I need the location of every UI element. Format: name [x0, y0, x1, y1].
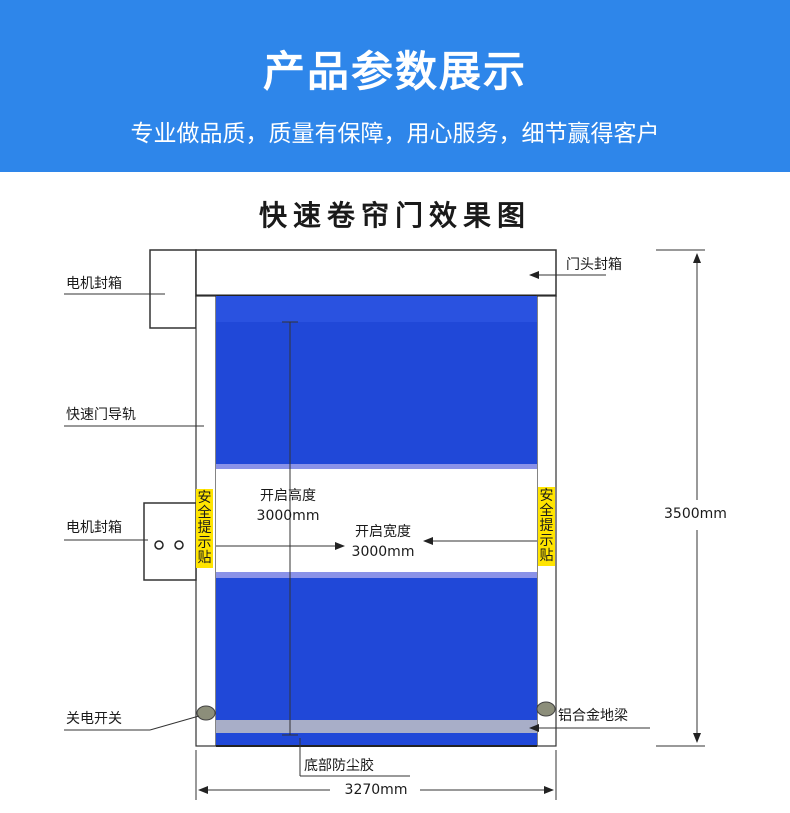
- motor-box-top-label: 电机封箱: [66, 276, 122, 292]
- safety-sign-char: 贴: [539, 548, 554, 564]
- motor-box-side: [143, 502, 197, 581]
- banner-title: 产品参数展示: [262, 47, 527, 96]
- safety-sign-left: 安 全 提 示 贴: [196, 489, 213, 568]
- motor-box-top: [149, 249, 197, 329]
- motor-button-1: [154, 540, 164, 550]
- header-banner: 产品参数展示 专业做品质，质量有保障，用心服务，细节赢得客户: [0, 0, 790, 172]
- safety-sign-char: 示: [197, 535, 212, 551]
- safety-sign-char: 全: [539, 503, 554, 519]
- open-height-value: 3000mm: [256, 508, 320, 524]
- safety-sign-char: 提: [197, 520, 212, 536]
- open-width-label: 开启宽度: [355, 524, 411, 540]
- bottom-dust-rubber: [216, 720, 537, 733]
- bottom-dust-rubber-label: 底部防尘胶: [304, 758, 374, 774]
- safety-sign-char: 安: [197, 490, 212, 506]
- power-switch-label: 关电开关: [66, 711, 122, 727]
- ground-beam-knob: [536, 701, 556, 717]
- safety-sign-char: 贴: [197, 550, 212, 566]
- safety-sign-right: 安 全 提 示 贴: [538, 487, 555, 566]
- window-bottom-band: [216, 572, 537, 578]
- total-height-value: 3500mm: [664, 506, 727, 522]
- curtain-upper: [216, 296, 537, 464]
- total-width-value: 3270mm: [344, 782, 408, 798]
- open-height-label: 开启高度: [260, 488, 316, 504]
- guide-rail-label: 快速门导轨: [66, 407, 136, 423]
- door-head-box-label: 门头封箱: [566, 257, 622, 273]
- curtain-lower: [216, 578, 537, 720]
- window-top-band: [216, 464, 537, 469]
- motor-box-side-label: 电机封箱: [66, 520, 122, 536]
- diagram-title: 快速卷帘门效果图: [258, 199, 531, 232]
- open-width-value: 3000mm: [351, 544, 415, 560]
- motor-button-2: [174, 540, 184, 550]
- door-head-box: [195, 249, 557, 297]
- ground-beam-label: 铝合金地梁: [558, 708, 628, 724]
- safety-sign-char: 示: [539, 533, 554, 549]
- banner-subtitle: 专业做品质，质量有保障，用心服务，细节赢得客户: [130, 121, 660, 147]
- safety-sign-char: 提: [539, 518, 554, 534]
- transparent-window: [216, 469, 537, 572]
- power-switch-knob: [196, 705, 216, 721]
- safety-sign-char: 安: [539, 488, 554, 504]
- safety-sign-char: 全: [197, 505, 212, 521]
